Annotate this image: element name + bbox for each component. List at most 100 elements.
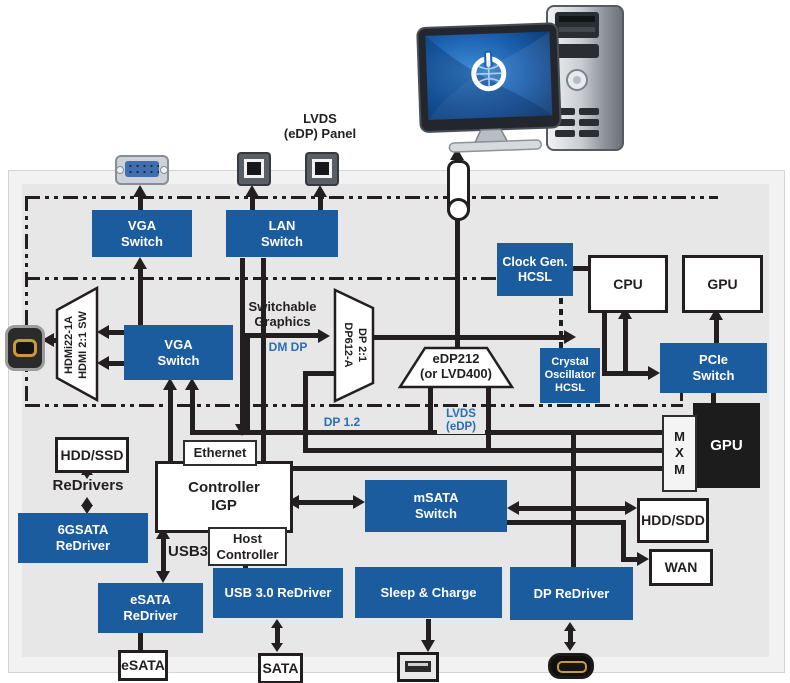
block-dp-redriver: DP ReDriver	[510, 567, 633, 620]
usb-c-inner-icon	[557, 661, 587, 673]
usb-c-port-icon	[548, 653, 594, 679]
arrow-into-dp-mux	[318, 329, 330, 343]
edp212-label: eDP212 (or LVD400)	[420, 351, 492, 381]
block-usb3-redriver: USB 3.0 ReDriver	[213, 568, 343, 618]
wire-msata-wan-h2	[621, 557, 637, 562]
arrow-lan-port-1	[245, 185, 259, 197]
wire-clockgen-cpu	[571, 266, 590, 271]
wire-sleep-usb	[426, 619, 431, 642]
wire-esata-port	[138, 633, 143, 652]
arrow-dpmux-out	[564, 330, 576, 344]
wire-msata-wan-v	[621, 520, 626, 562]
hdmi-port-icon	[5, 325, 45, 371]
wire-dpmux-in2-riser	[303, 371, 308, 453]
arrow-dprd-up	[564, 622, 576, 631]
wire-usb3	[161, 537, 166, 573]
arrow-igp-vga2	[163, 378, 177, 390]
wire-lan-igp	[261, 258, 266, 462]
block-esata-port: eSATA	[118, 650, 168, 681]
arrow-sata-down	[271, 643, 283, 652]
block-mxm: M X M	[662, 415, 697, 492]
arrow-msata-hdd-left	[507, 501, 519, 515]
wire-pcie-cpu	[623, 317, 628, 376]
dashdot-bottom-boundary	[25, 404, 683, 407]
usb3-label: USB3	[168, 543, 209, 560]
block-hdd-ssd: HDD/SSD	[55, 437, 129, 473]
arrow-vga-port	[133, 185, 147, 197]
arrow-to-hdmi-port	[42, 333, 54, 347]
block-host-controller: Host Controller	[208, 527, 287, 566]
block-controller-igp: Controller IGP	[155, 461, 293, 533]
arrow-hdmimux-1	[97, 325, 109, 339]
vga-screw-left-icon	[116, 166, 124, 174]
wire-lan-port-1	[250, 196, 255, 212]
redrivers-label: ReDrivers	[52, 477, 124, 494]
wire-vga2-hdmimux-2	[109, 361, 124, 366]
wire-bus-vga2	[190, 388, 195, 434]
usb-a-inner-icon	[405, 661, 431, 672]
block-gpu: GPU	[682, 255, 763, 313]
wire-cpu-down	[602, 307, 607, 376]
arrow-into-wan	[637, 552, 649, 566]
block-wan: WAN	[649, 549, 713, 586]
arrow-6gsata-up	[81, 497, 93, 506]
arrow-usb3-down	[156, 571, 170, 583]
vga-port-icon	[115, 155, 169, 185]
wire-vga-port	[138, 196, 143, 212]
block-gpu-module: GPU	[693, 403, 760, 488]
block-msata-switch: mSATA Switch	[365, 480, 507, 532]
lan-port-icon	[237, 152, 271, 186]
wire-msata-wan-h	[507, 520, 626, 525]
wire-igp-vga2	[168, 388, 173, 462]
hdmi-mux-shape	[55, 285, 99, 403]
dm-dp-label: DM DP	[268, 340, 308, 354]
wire-cable-to-edp	[455, 216, 460, 348]
arrow-lan-port-2	[313, 185, 327, 197]
arrow-sleep-usb	[421, 640, 435, 652]
wire-lan-down	[240, 258, 245, 424]
block-6gsata-redriver: 6GSATA ReDriver	[18, 513, 148, 563]
arrow-dprd-down	[564, 642, 576, 651]
arrow-6gsata-down	[81, 505, 93, 514]
wire-sata	[275, 627, 280, 645]
lan-port-inner-icon	[244, 159, 264, 178]
block-vga-switch-top: VGA Switch	[92, 210, 192, 257]
bus-igp-mxm	[285, 466, 662, 471]
wire-host-usb3rd	[243, 562, 248, 570]
arrow-sata-up	[271, 619, 283, 628]
wire-edp-out-right	[486, 387, 491, 452]
arrow-msata-hdd-right	[625, 501, 637, 515]
wire-dprd-usbc	[568, 630, 573, 644]
hdmi-port-inner-icon	[13, 339, 37, 357]
wire-dpmux-in2-h	[303, 371, 336, 376]
wire-dmdp-riser	[245, 333, 250, 433]
edp-panel-port-icon	[305, 152, 339, 186]
lvds-edp-label: LVDS (eDP)	[437, 408, 485, 435]
wire-msata-hdd	[518, 506, 626, 511]
switchable-graphics-label: Switchable Graphics	[248, 299, 317, 329]
wire-igp-msata	[298, 500, 355, 505]
arrow-igp-msata-right	[353, 495, 365, 509]
vga-pin-grid-icon	[125, 161, 159, 177]
dp12-label: DP 1.2	[323, 415, 361, 429]
arrow-hdmimux-2	[97, 356, 109, 370]
block-crystal-oscillator: Crystal Oscillator HCSL	[540, 348, 600, 403]
arrow-into-pcie	[648, 366, 660, 380]
wire-vga1-vga2	[138, 267, 143, 325]
block-clock-gen: Clock Gen. HCSL	[497, 243, 573, 296]
dashdot-hook	[680, 386, 683, 404]
wire-dpmux-out	[373, 335, 564, 340]
tower-icon	[546, 5, 624, 151]
arrow-hddssd-down	[81, 470, 93, 479]
block-pcie-switch: PCIe Switch	[660, 343, 767, 393]
dp-mux-shape	[333, 288, 375, 403]
bus-dp12	[190, 430, 662, 435]
wire-dmdp-h	[245, 333, 318, 338]
block-sleep-charge: Sleep & Charge	[355, 567, 502, 618]
block-vga-switch-mid: VGA Switch	[124, 325, 233, 380]
edp212-shape	[397, 346, 515, 389]
block-ethernet: Ethernet	[183, 440, 257, 466]
wire-vga2-hdmimux-1	[109, 330, 124, 335]
